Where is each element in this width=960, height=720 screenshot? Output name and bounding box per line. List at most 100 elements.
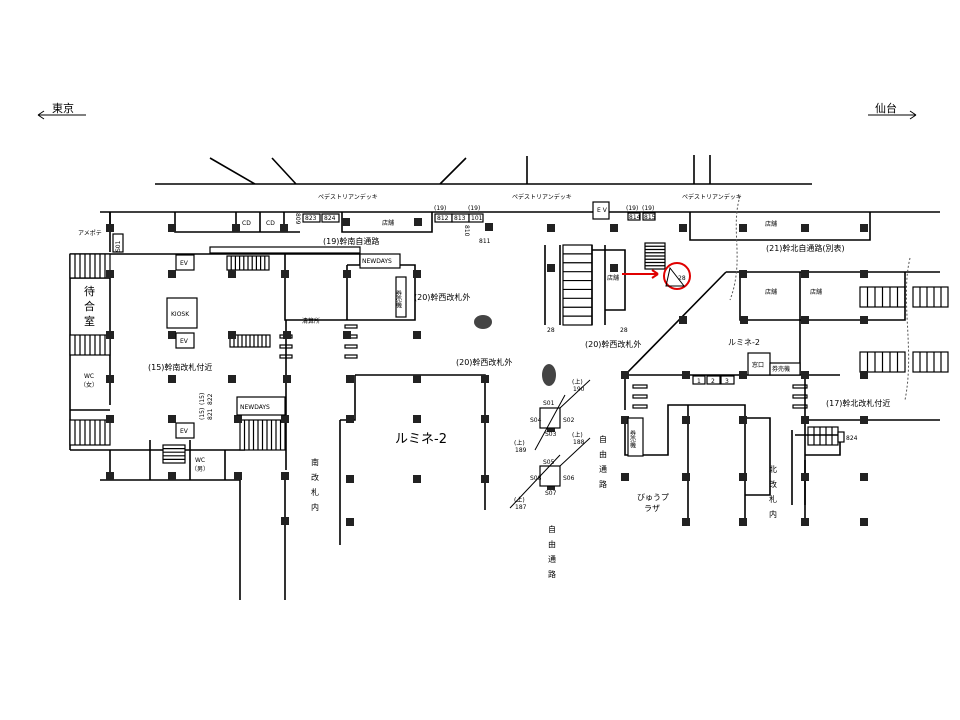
pillar (860, 224, 868, 232)
pillar (346, 475, 354, 483)
pillar (610, 224, 618, 232)
id-814: 814 (629, 214, 641, 221)
pillar (342, 218, 350, 226)
id-809: 809 (294, 213, 301, 225)
pillar (346, 415, 354, 423)
pillar (860, 416, 868, 424)
pillar (168, 415, 176, 423)
area-label: (20)幹西改札外 (585, 339, 641, 349)
shop-label: 店舗 (765, 288, 777, 296)
stairs-icon (344, 344, 358, 349)
counter-label: 1 (697, 378, 701, 385)
pillar (801, 518, 809, 526)
escalator-s05-icon (539, 465, 561, 487)
pillar (228, 375, 236, 383)
pillar (682, 518, 690, 526)
pillar (801, 371, 809, 379)
pillar (801, 224, 809, 232)
pillar (280, 224, 288, 232)
pillar (168, 331, 176, 339)
s-code: S06 (563, 475, 575, 482)
pillar (801, 416, 809, 424)
pillar (682, 473, 690, 481)
wc-women-label: （女） (80, 381, 98, 389)
s-code: S05 (543, 459, 555, 466)
ticket-machine-label: 券売機 (395, 289, 402, 309)
svg-text:待: 待 (84, 284, 95, 298)
stairs-icon (69, 253, 111, 279)
stairs-icon (344, 354, 358, 359)
stairs-icon (807, 426, 839, 446)
up-label: (上) (572, 378, 583, 386)
stairs-icon (792, 384, 808, 389)
pillar (168, 224, 176, 232)
pillar (679, 316, 687, 324)
up-label: (上) (572, 431, 583, 439)
cd-label: CD (242, 220, 251, 227)
up-label: 188 (573, 439, 585, 446)
deck-label: ペデストリアンデッキ (318, 193, 378, 201)
pillar (739, 270, 747, 278)
pillar (860, 518, 868, 526)
stairs-icon (69, 334, 111, 356)
pillar (343, 331, 351, 339)
svg-text:路: 路 (548, 569, 556, 579)
arrow-right-icon (868, 110, 917, 120)
box-823 (302, 213, 321, 223)
stairs-icon (792, 394, 808, 399)
svg-text:改: 改 (311, 472, 319, 482)
pillar (481, 475, 489, 483)
highlight-arrow-icon (622, 269, 659, 279)
id-19: (19) (642, 205, 654, 212)
svg-text:内: 内 (311, 502, 319, 512)
ev-label: E V (597, 207, 608, 214)
svg-text:内: 内 (769, 509, 777, 519)
planter-icon (542, 364, 556, 386)
view-plaza-label: ラザ (644, 504, 660, 513)
stairs-icon (344, 324, 358, 329)
s-code: S04 (530, 417, 542, 424)
svg-text:由: 由 (599, 449, 607, 459)
pillar (413, 475, 421, 483)
counter-label: 2 (711, 378, 715, 385)
pillar (860, 473, 868, 481)
wc-men-label: （男） (191, 466, 209, 473)
pillar (106, 270, 114, 278)
pillar (168, 472, 176, 480)
deck-label: ペデストリアンデッキ (512, 193, 572, 201)
area-label: (20)幹西改札外 (456, 357, 512, 367)
ev-top-box (592, 201, 610, 220)
ev-label: EV (180, 428, 189, 435)
amepote-label: アメポテ (78, 229, 102, 237)
s-code: S07 (545, 490, 557, 497)
svg-text:通: 通 (599, 464, 607, 474)
pillar (106, 375, 114, 383)
arrow-left-icon (37, 110, 86, 120)
deck-label: ペデストリアンデッキ (682, 193, 742, 201)
stairs-icon (69, 419, 111, 446)
shop-label: 店舗 (810, 288, 822, 296)
direction-tokyo: 東京 (52, 101, 74, 115)
s01-tag-box (112, 233, 124, 253)
stairs-icon (162, 444, 186, 464)
pillar (413, 375, 421, 383)
up-label: 190 (573, 386, 585, 393)
lumine-label: ルミネ-2 (395, 432, 447, 447)
pillar (281, 415, 289, 423)
s-code: S08 (530, 475, 542, 482)
pillar (106, 472, 114, 480)
stairs-icon (859, 286, 906, 308)
svg-text:札: 札 (311, 487, 319, 497)
pillar (739, 473, 747, 481)
pillar (621, 473, 629, 481)
s-code: S01 (543, 400, 555, 407)
id-28: 28 (547, 327, 555, 334)
pillar (481, 415, 489, 423)
stairs (69, 242, 949, 464)
pillar (228, 270, 236, 278)
id-815: 815 (644, 214, 656, 221)
id-824: 824 (846, 435, 858, 442)
shop-label: 店舗 (765, 220, 777, 228)
